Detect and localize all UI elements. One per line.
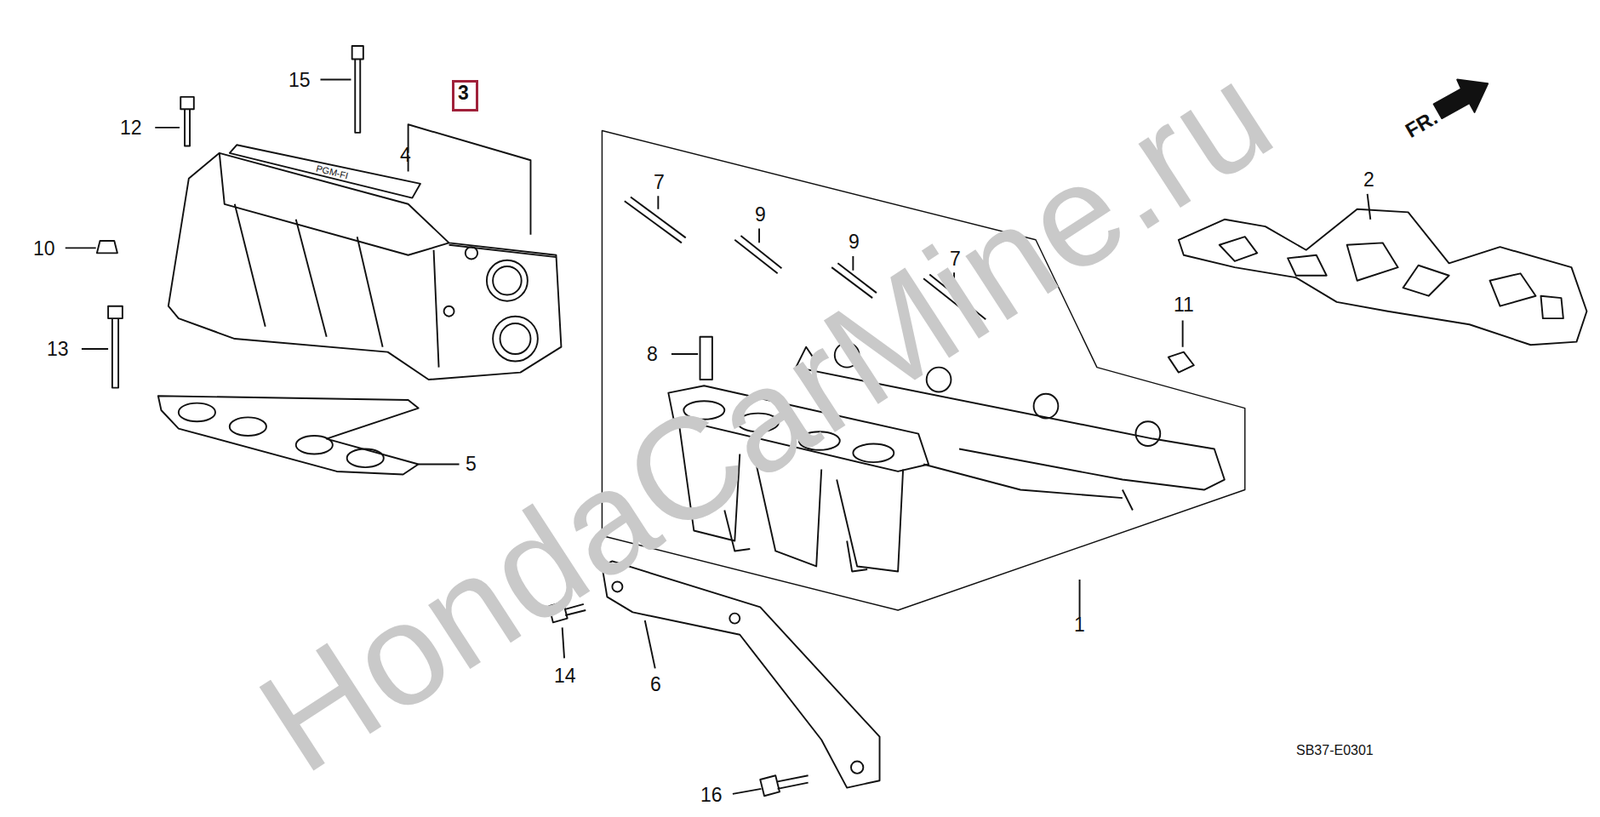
- callout-number: 2: [1363, 170, 1375, 190]
- direction-label: FR.: [1402, 107, 1441, 142]
- callout-number: 6: [650, 674, 662, 695]
- drawing-code: SB37-E0301: [1296, 743, 1374, 758]
- callout-number: 9: [754, 205, 766, 225]
- callout-number: 8: [646, 344, 658, 365]
- callout-number: 3: [457, 83, 473, 103]
- callout-number: 4: [400, 145, 412, 166]
- callout-number: 14: [554, 666, 577, 686]
- callout-number: 16: [700, 785, 723, 806]
- callout-number: 7: [653, 172, 665, 193]
- callout-number: 12: [120, 118, 143, 138]
- watermark: HondaCarMine.ru: [236, 38, 1295, 796]
- callout-number: 10: [33, 239, 56, 259]
- callout-number: 9: [848, 232, 860, 252]
- callout-number: 1: [1074, 615, 1086, 635]
- callout-number: 5: [465, 454, 477, 475]
- callout-number: 11: [1173, 295, 1195, 315]
- callout-number: 15: [288, 70, 311, 91]
- callout-number: 13: [46, 339, 69, 360]
- reference-box: 3: [451, 80, 479, 112]
